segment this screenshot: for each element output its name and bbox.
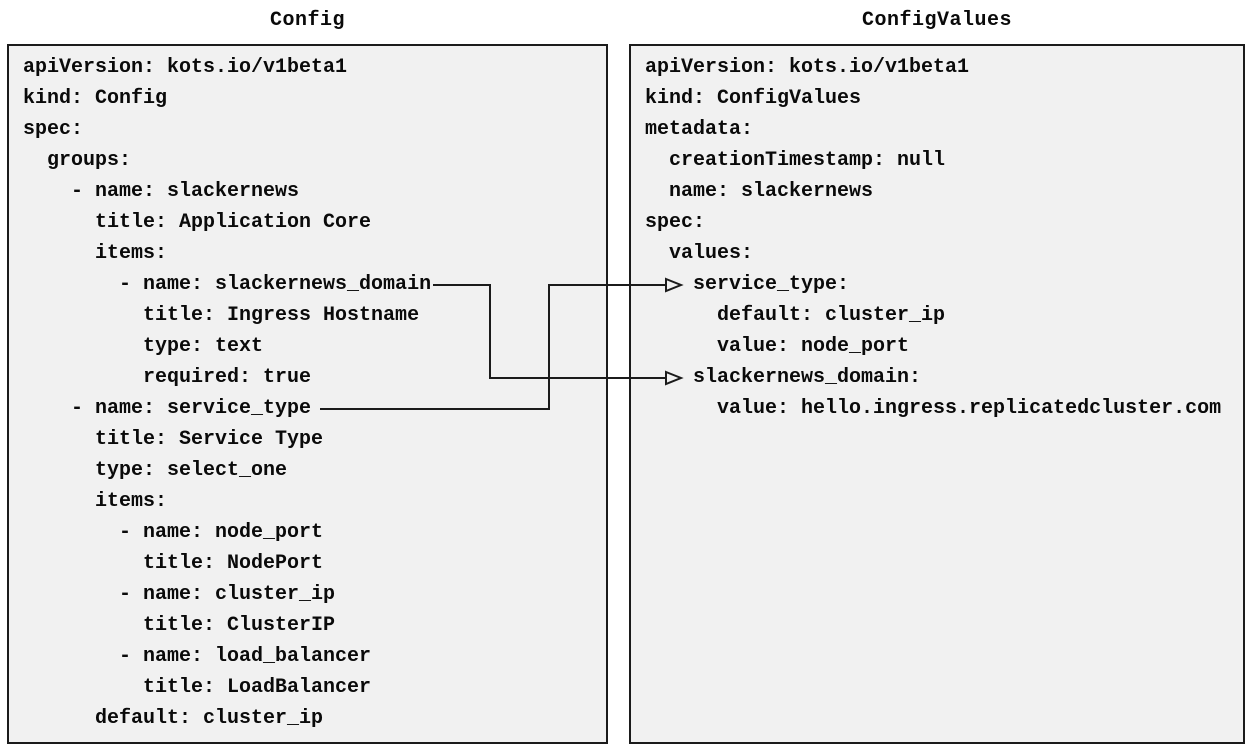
configvalues-yaml-code: apiVersion: kots.io/v1beta1 kind: Config… <box>645 56 1222 420</box>
config-panel-title: Config <box>269 9 345 32</box>
config-panel: apiVersion: kots.io/v1beta1 kind: Config… <box>7 44 608 744</box>
configvalues-panel-title: ConfigValues <box>861 9 1013 32</box>
config-yaml-code: apiVersion: kots.io/v1beta1 kind: Config… <box>23 56 432 730</box>
configvalues-panel: apiVersion: kots.io/v1beta1 kind: Config… <box>629 44 1245 744</box>
